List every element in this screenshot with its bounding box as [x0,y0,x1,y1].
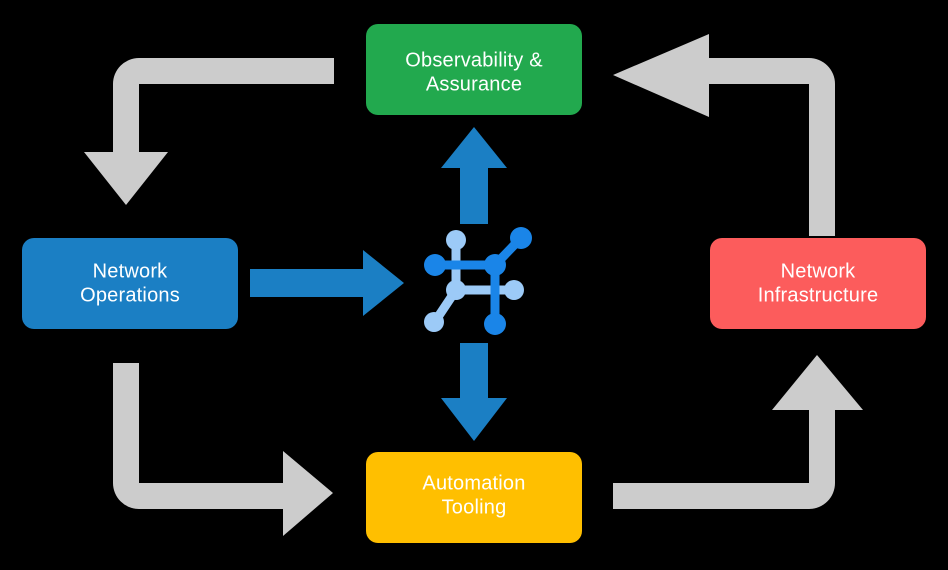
node-box[interactable] [366,24,582,115]
elbow-arrow-shape [613,34,835,236]
connector-observability-to-operations [84,58,334,205]
straight-arrow-shape [441,343,507,441]
straight-arrow-shape [250,250,404,316]
node-network-infrastructure[interactable]: Network Infrastructure [710,238,926,329]
node-automation-tooling[interactable]: Automation Tooling [366,452,582,543]
elbow-arrow-shape [113,363,333,536]
straight-arrow-shape [441,127,507,224]
node-box[interactable] [22,238,238,329]
connector-infrastructure-to-observability [613,34,835,236]
topology-links-light [431,235,517,325]
node-label-line1: Observability & [405,49,543,71]
elbow-arrow-shape [84,58,334,205]
connector-center-to-automation [441,343,507,441]
connector-operations-to-automation [113,363,333,536]
node-label-line1: Network [781,260,857,282]
node-label-line2: Infrastructure [758,284,879,306]
node-network-operations[interactable]: Network Operations [22,238,238,329]
node-label-line2: Assurance [426,73,522,95]
connector-operations-to-center [250,250,404,316]
network-topology-icon [424,227,532,335]
elbow-arrow-shape [613,355,863,509]
node-label-line2: Tooling [442,496,507,518]
topology-links-dark [432,233,526,328]
node-label-line1: Network [93,260,169,282]
node-box[interactable] [710,238,926,329]
topology-nodes-light [424,230,524,332]
node-label-line1: Automation [422,472,525,494]
node-label-line2: Operations [80,284,180,306]
node-box[interactable] [366,452,582,543]
node-observability[interactable]: Observability & Assurance [366,24,582,115]
topology-nodes-dark [424,227,532,335]
connector-automation-to-infrastructure [613,355,863,509]
connector-center-to-observability [441,127,507,224]
